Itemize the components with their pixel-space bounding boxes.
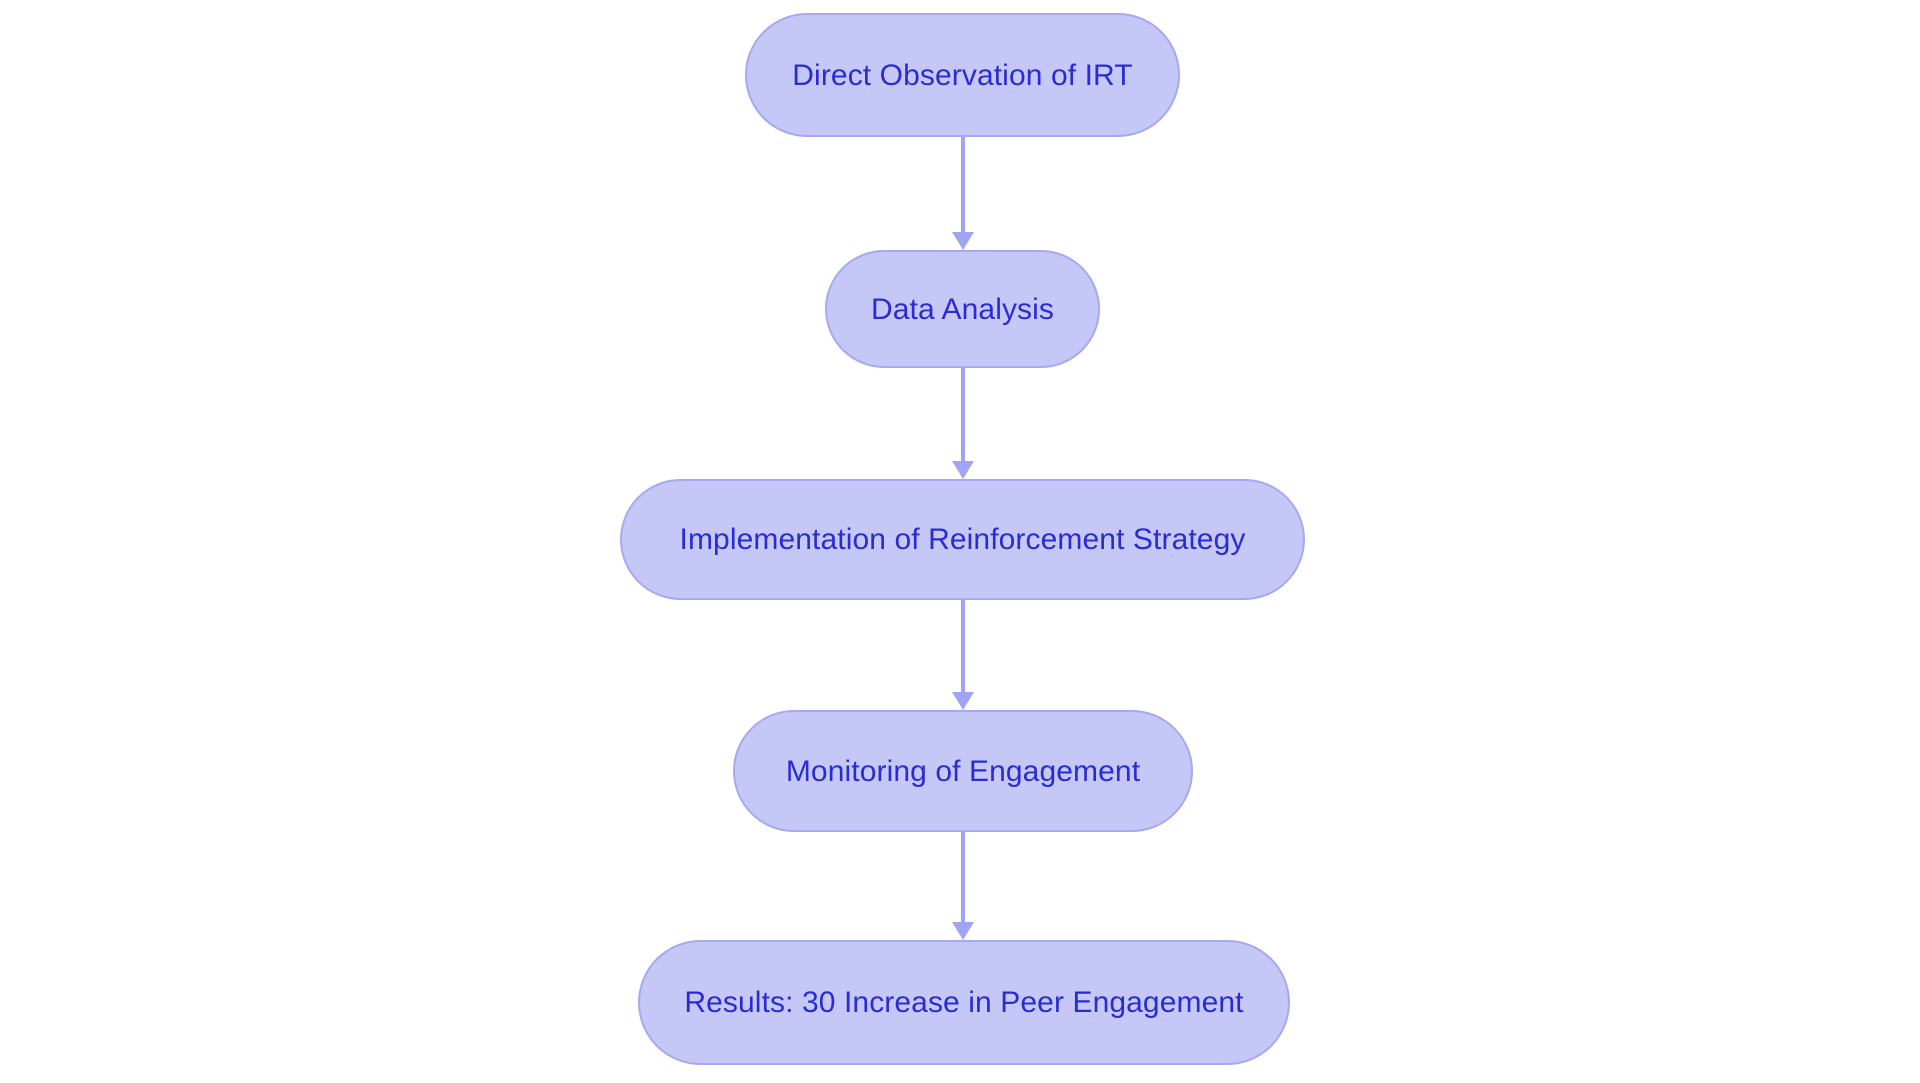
flow-connector-n1-to-n2 — [950, 137, 976, 250]
flow-node-direct-observation-of-irt[interactable]: Direct Observation of IRT — [745, 13, 1180, 137]
arrow-down-icon — [952, 461, 974, 479]
connector-line — [961, 832, 965, 922]
connector-line — [961, 368, 965, 461]
flow-node-results-peer-engagement[interactable]: Results: 30 Increase in Peer Engagement — [638, 940, 1290, 1065]
flow-connector-n3-to-n4 — [950, 600, 976, 710]
flow-connector-n2-to-n3 — [950, 368, 976, 479]
connector-line — [961, 137, 965, 232]
flow-node-label: Data Analysis — [870, 292, 1055, 326]
flow-node-data-analysis[interactable]: Data Analysis — [825, 250, 1100, 368]
flow-node-monitoring-of-engagement[interactable]: Monitoring of Engagement — [733, 710, 1193, 832]
flow-connector-n4-to-n5 — [950, 832, 976, 940]
connector-line — [961, 600, 965, 692]
flow-node-implementation-of-reinforcement-strategy[interactable]: Implementation of Reinforcement Strategy — [620, 479, 1305, 600]
arrow-down-icon — [952, 922, 974, 940]
flow-node-label: Monitoring of Engagement — [785, 754, 1141, 788]
arrow-down-icon — [952, 232, 974, 250]
flow-node-label: Direct Observation of IRT — [792, 58, 1133, 92]
arrow-down-icon — [952, 692, 974, 710]
flow-node-label: Results: 30 Increase in Peer Engagement — [684, 986, 1244, 1019]
flow-node-label: Implementation of Reinforcement Strategy — [679, 523, 1246, 556]
